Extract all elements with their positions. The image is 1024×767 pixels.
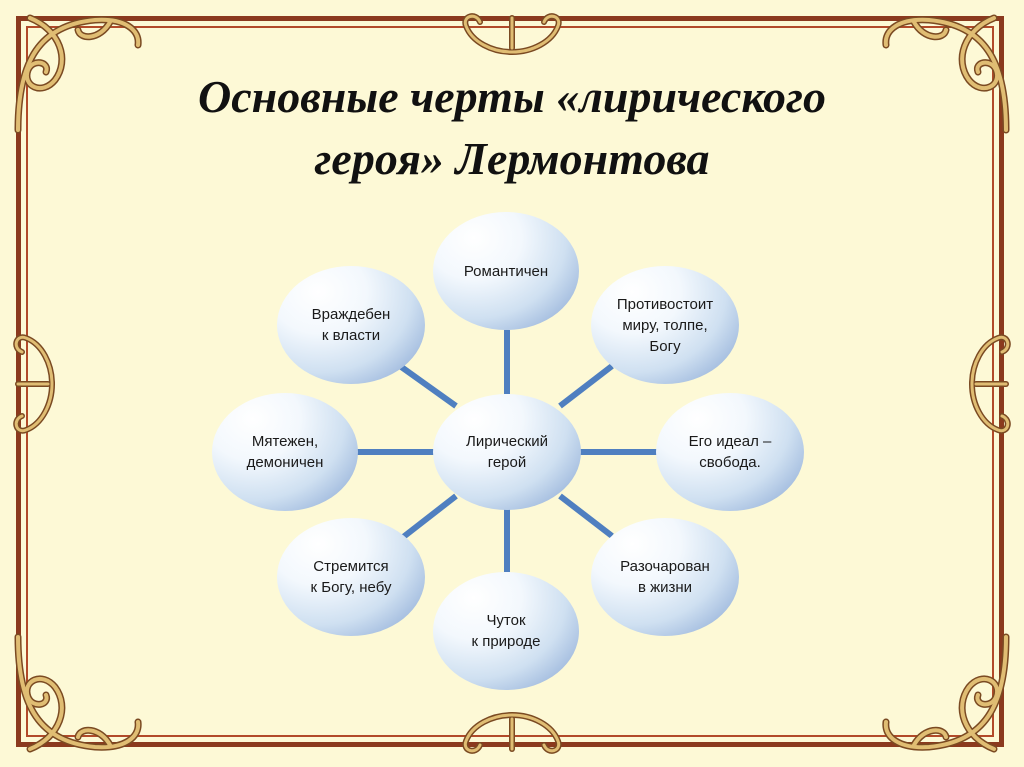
node-top-right: Противостоит миру, толпе, Богу (591, 266, 739, 384)
node-bottom-left: Стремится к Богу, небу (277, 518, 425, 636)
connector-top-right (558, 363, 614, 409)
node-center: Лирический герой (433, 394, 581, 510)
node-left: Мятежен, демоничен (212, 393, 358, 511)
node-bottom: Чуток к природе (433, 572, 579, 690)
title-line-1: Основные черты «лирического (198, 71, 826, 122)
node-top: Романтичен (433, 212, 579, 330)
node-right: Его идеал – свобода. (656, 393, 804, 511)
node-top-left: Враждебен к власти (277, 266, 425, 384)
title-line-2: героя» Лермонтова (314, 133, 710, 184)
connector-bottom-right (558, 493, 614, 539)
node-bottom-right: Разочарован в жизни (591, 518, 739, 636)
connector-top-left (398, 363, 458, 409)
connector-bottom-left (400, 493, 458, 541)
